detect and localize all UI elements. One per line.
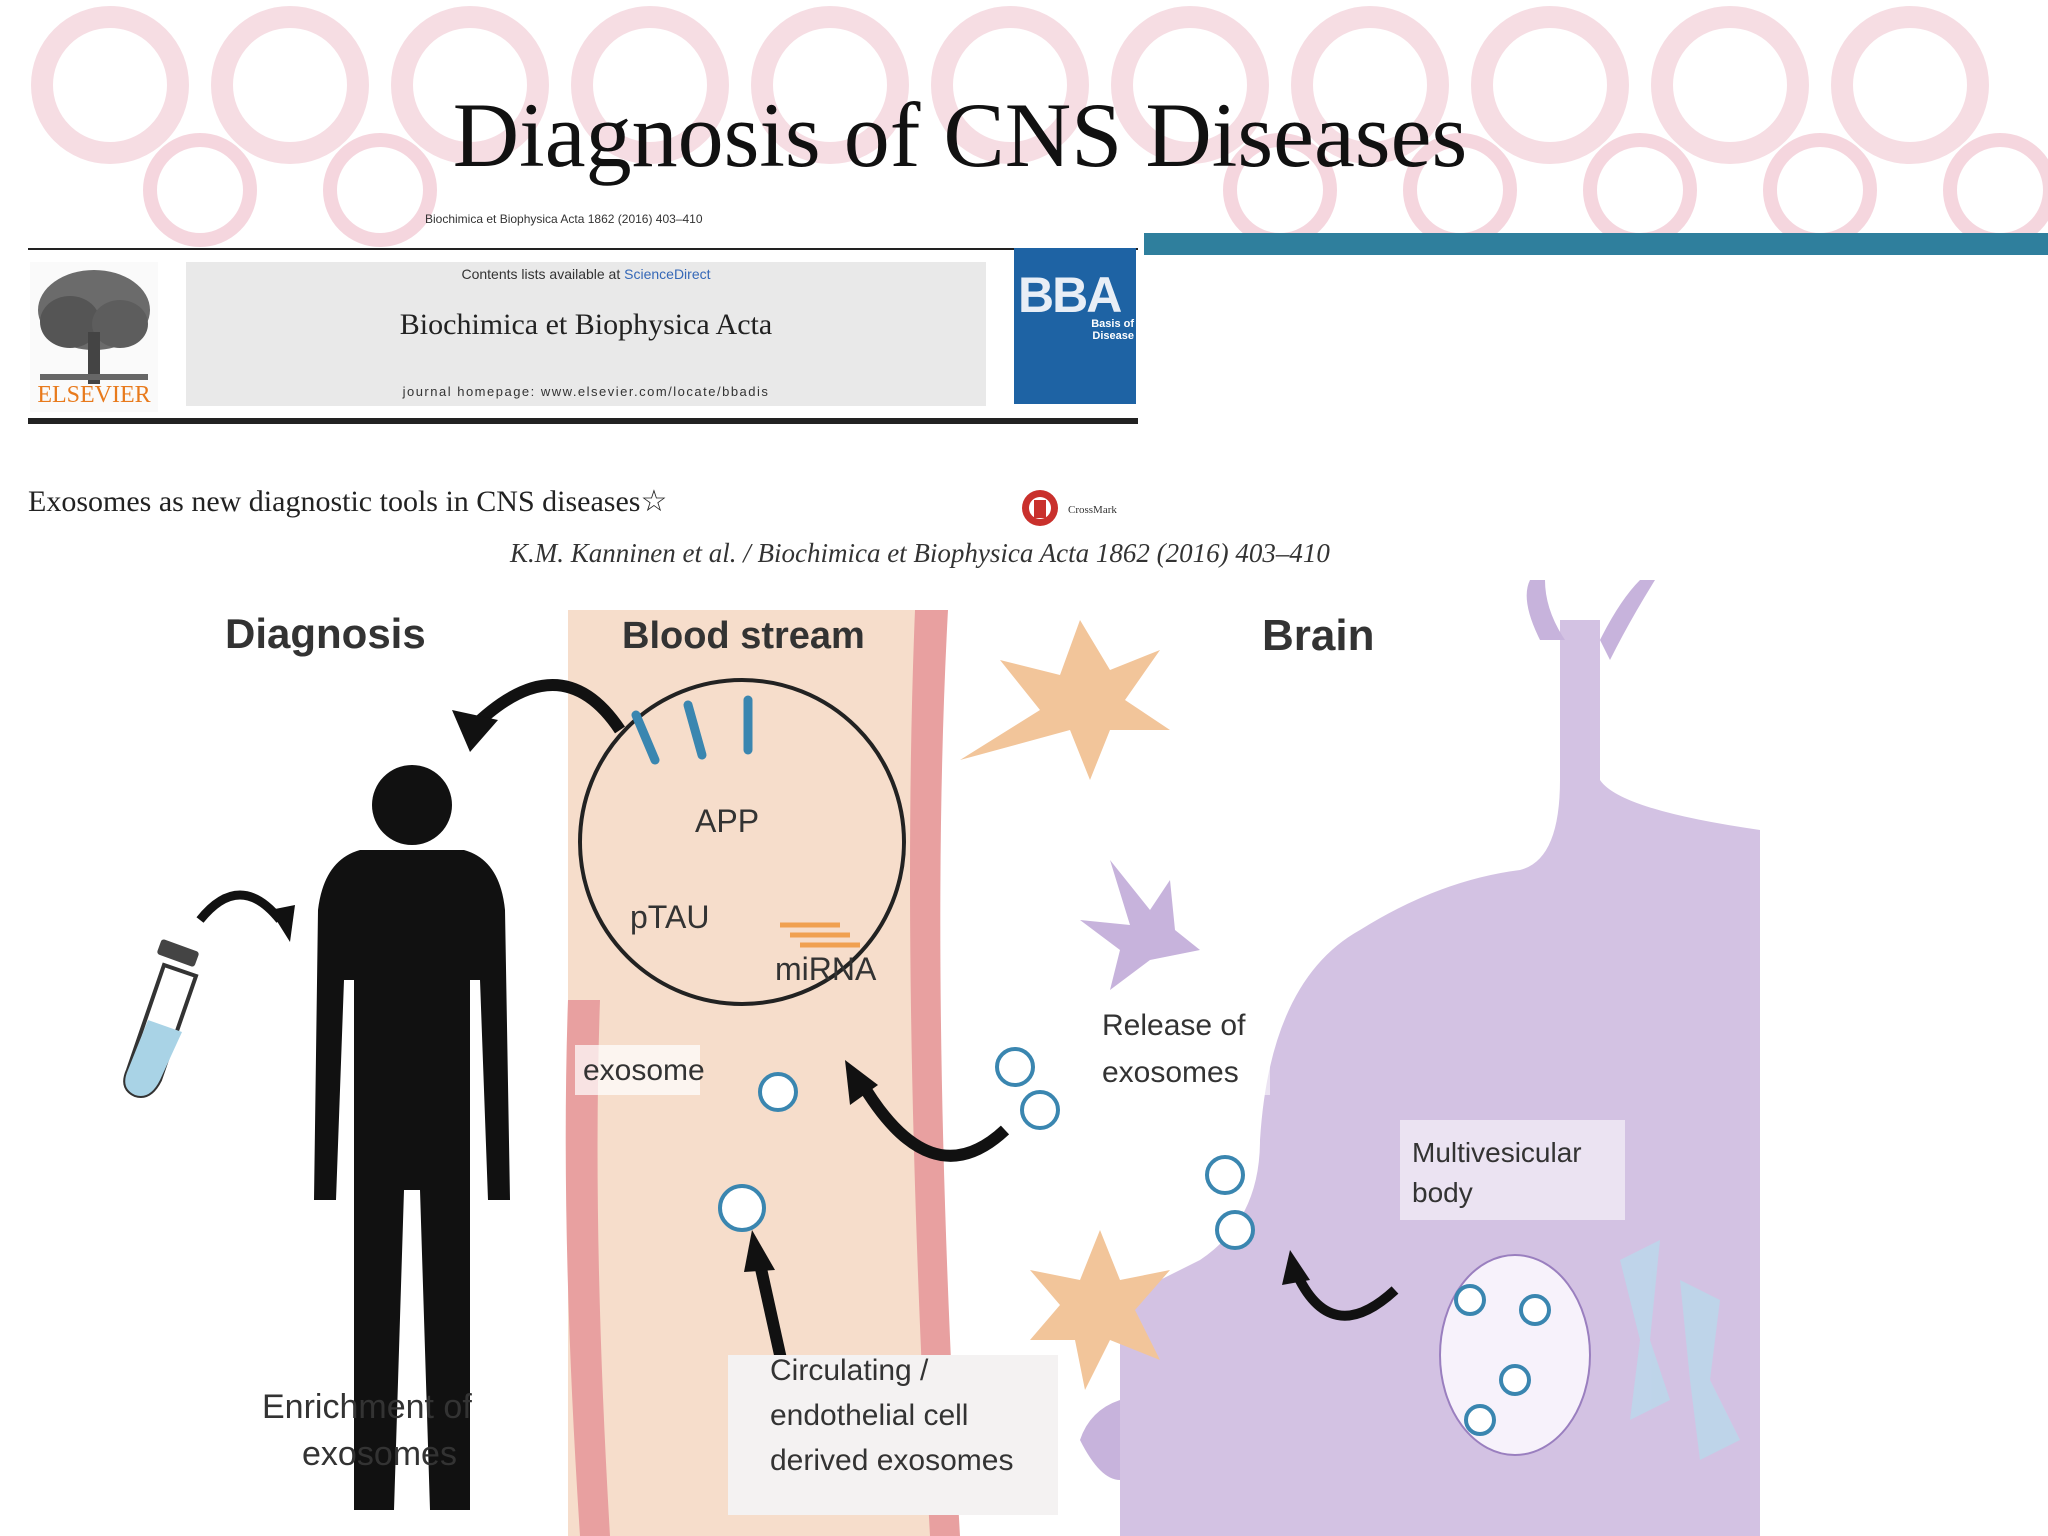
figure-citation: K.M. Kanninen et al. / Biochimica et Bio… (510, 538, 1330, 568)
exosome-icon (1454, 1284, 1551, 1436)
slide-title: Diagnosis of CNS Diseases (452, 84, 1468, 186)
label-mvb-line1: Multivesicular (1412, 1137, 1582, 1168)
crossmark-label: CrossMark (1068, 504, 1117, 516)
brain-dendrite-top (1526, 580, 1565, 640)
article-title: Exosomes as new diagnostic tools in CNS … (28, 485, 668, 518)
arrowhead (452, 710, 498, 752)
vessel-fragments (1620, 1240, 1740, 1460)
journal-name: Biochimica et Biophysica Acta (399, 308, 773, 341)
crossmark-icon[interactable] (1020, 488, 1060, 528)
arrow-brain-to-exosome (854, 1076, 1010, 1162)
label-ptau: pTAU (630, 899, 709, 935)
journal-cover-thumbnail (1014, 248, 1136, 404)
vessel-wall-right (910, 610, 960, 1536)
elsevier-tree-icon (30, 262, 158, 412)
journal-banner (186, 262, 986, 406)
accent-bar (1144, 233, 2048, 255)
astrocyte-icon (960, 620, 1170, 780)
journal-cover-subtitle: Basis of Disease (1091, 318, 1134, 342)
label-circ-line1: Circulating / (770, 1354, 929, 1387)
exosome-icon (718, 1047, 1255, 1250)
label-app: APP (695, 803, 759, 839)
astrocyte-icon (1080, 860, 1200, 990)
decorative-ring-pattern (31, 6, 2048, 247)
label-mirna: miRNA (775, 951, 877, 987)
label-blood-stream: Blood stream (622, 615, 865, 657)
arrowhead (845, 1060, 878, 1105)
elsevier-wordmark: ELSEVIER (37, 382, 151, 408)
brain-neuron-body (1120, 620, 1760, 1536)
arrow-tube-to-person (196, 890, 284, 923)
contents-line: Contents lists available at ScienceDirec… (186, 266, 986, 282)
arrow-blood-to-diagnosis (465, 679, 625, 735)
astrocyte-icon (1030, 1230, 1170, 1390)
header-rule-thick (28, 418, 1138, 424)
label-diagnosis: Diagnosis (225, 610, 426, 657)
human-silhouette-icon (314, 765, 510, 1510)
label-circ-line2: endothelial cell (770, 1399, 968, 1432)
arrowhead (270, 905, 295, 942)
label-circ-line3: derived exosomes (770, 1444, 1013, 1477)
contents-prefix: Contents lists available at (461, 266, 621, 282)
release-label-bg (1095, 995, 1270, 1095)
mirna-strands (780, 922, 860, 948)
label-mvb-line2: body (1412, 1177, 1473, 1208)
label-exosome: exosome (583, 1054, 705, 1087)
arrow-mvb-release (1290, 1267, 1399, 1321)
sciencedirect-link[interactable]: ScienceDirect (624, 266, 711, 282)
journal-homepage-link[interactable]: journal homepage: www.elsevier.com/locat… (402, 384, 770, 399)
exosome-label-bg (575, 1045, 700, 1095)
label-release-line1: Release of (1102, 1009, 1246, 1042)
arrowhead (744, 1230, 775, 1272)
label-enrich-line1: Enrichment of (262, 1388, 472, 1426)
label-release-line2: exosomes (1102, 1056, 1239, 1089)
arrowhead (1282, 1250, 1310, 1285)
app-receptor (631, 695, 753, 765)
exosome-large (578, 678, 906, 1006)
blood-stream-region (568, 610, 945, 1536)
vessel-wall-left (565, 1000, 610, 1536)
journal-citation-line: Biochimica et Biophysica Acta 1862 (2016… (425, 212, 703, 226)
test-tube-icon (123, 939, 199, 1098)
circulating-label-bg (728, 1355, 1058, 1515)
label-brain: Brain (1262, 611, 1374, 660)
brain-dendrite-branch (1600, 580, 1655, 660)
multivesicular-body (1439, 1254, 1591, 1456)
label-enrich-line2: exosomes (302, 1435, 457, 1473)
header-rule (28, 248, 1138, 250)
exosome-diagnosis-diagram: Diagnosis Blood stream Brain APP pTAU mi… (123, 580, 1760, 1536)
journal-cover-title: BBA (1018, 267, 1122, 323)
brain-dendrite-side (1080, 1400, 1120, 1480)
mvb-label-bg (1400, 1120, 1625, 1220)
